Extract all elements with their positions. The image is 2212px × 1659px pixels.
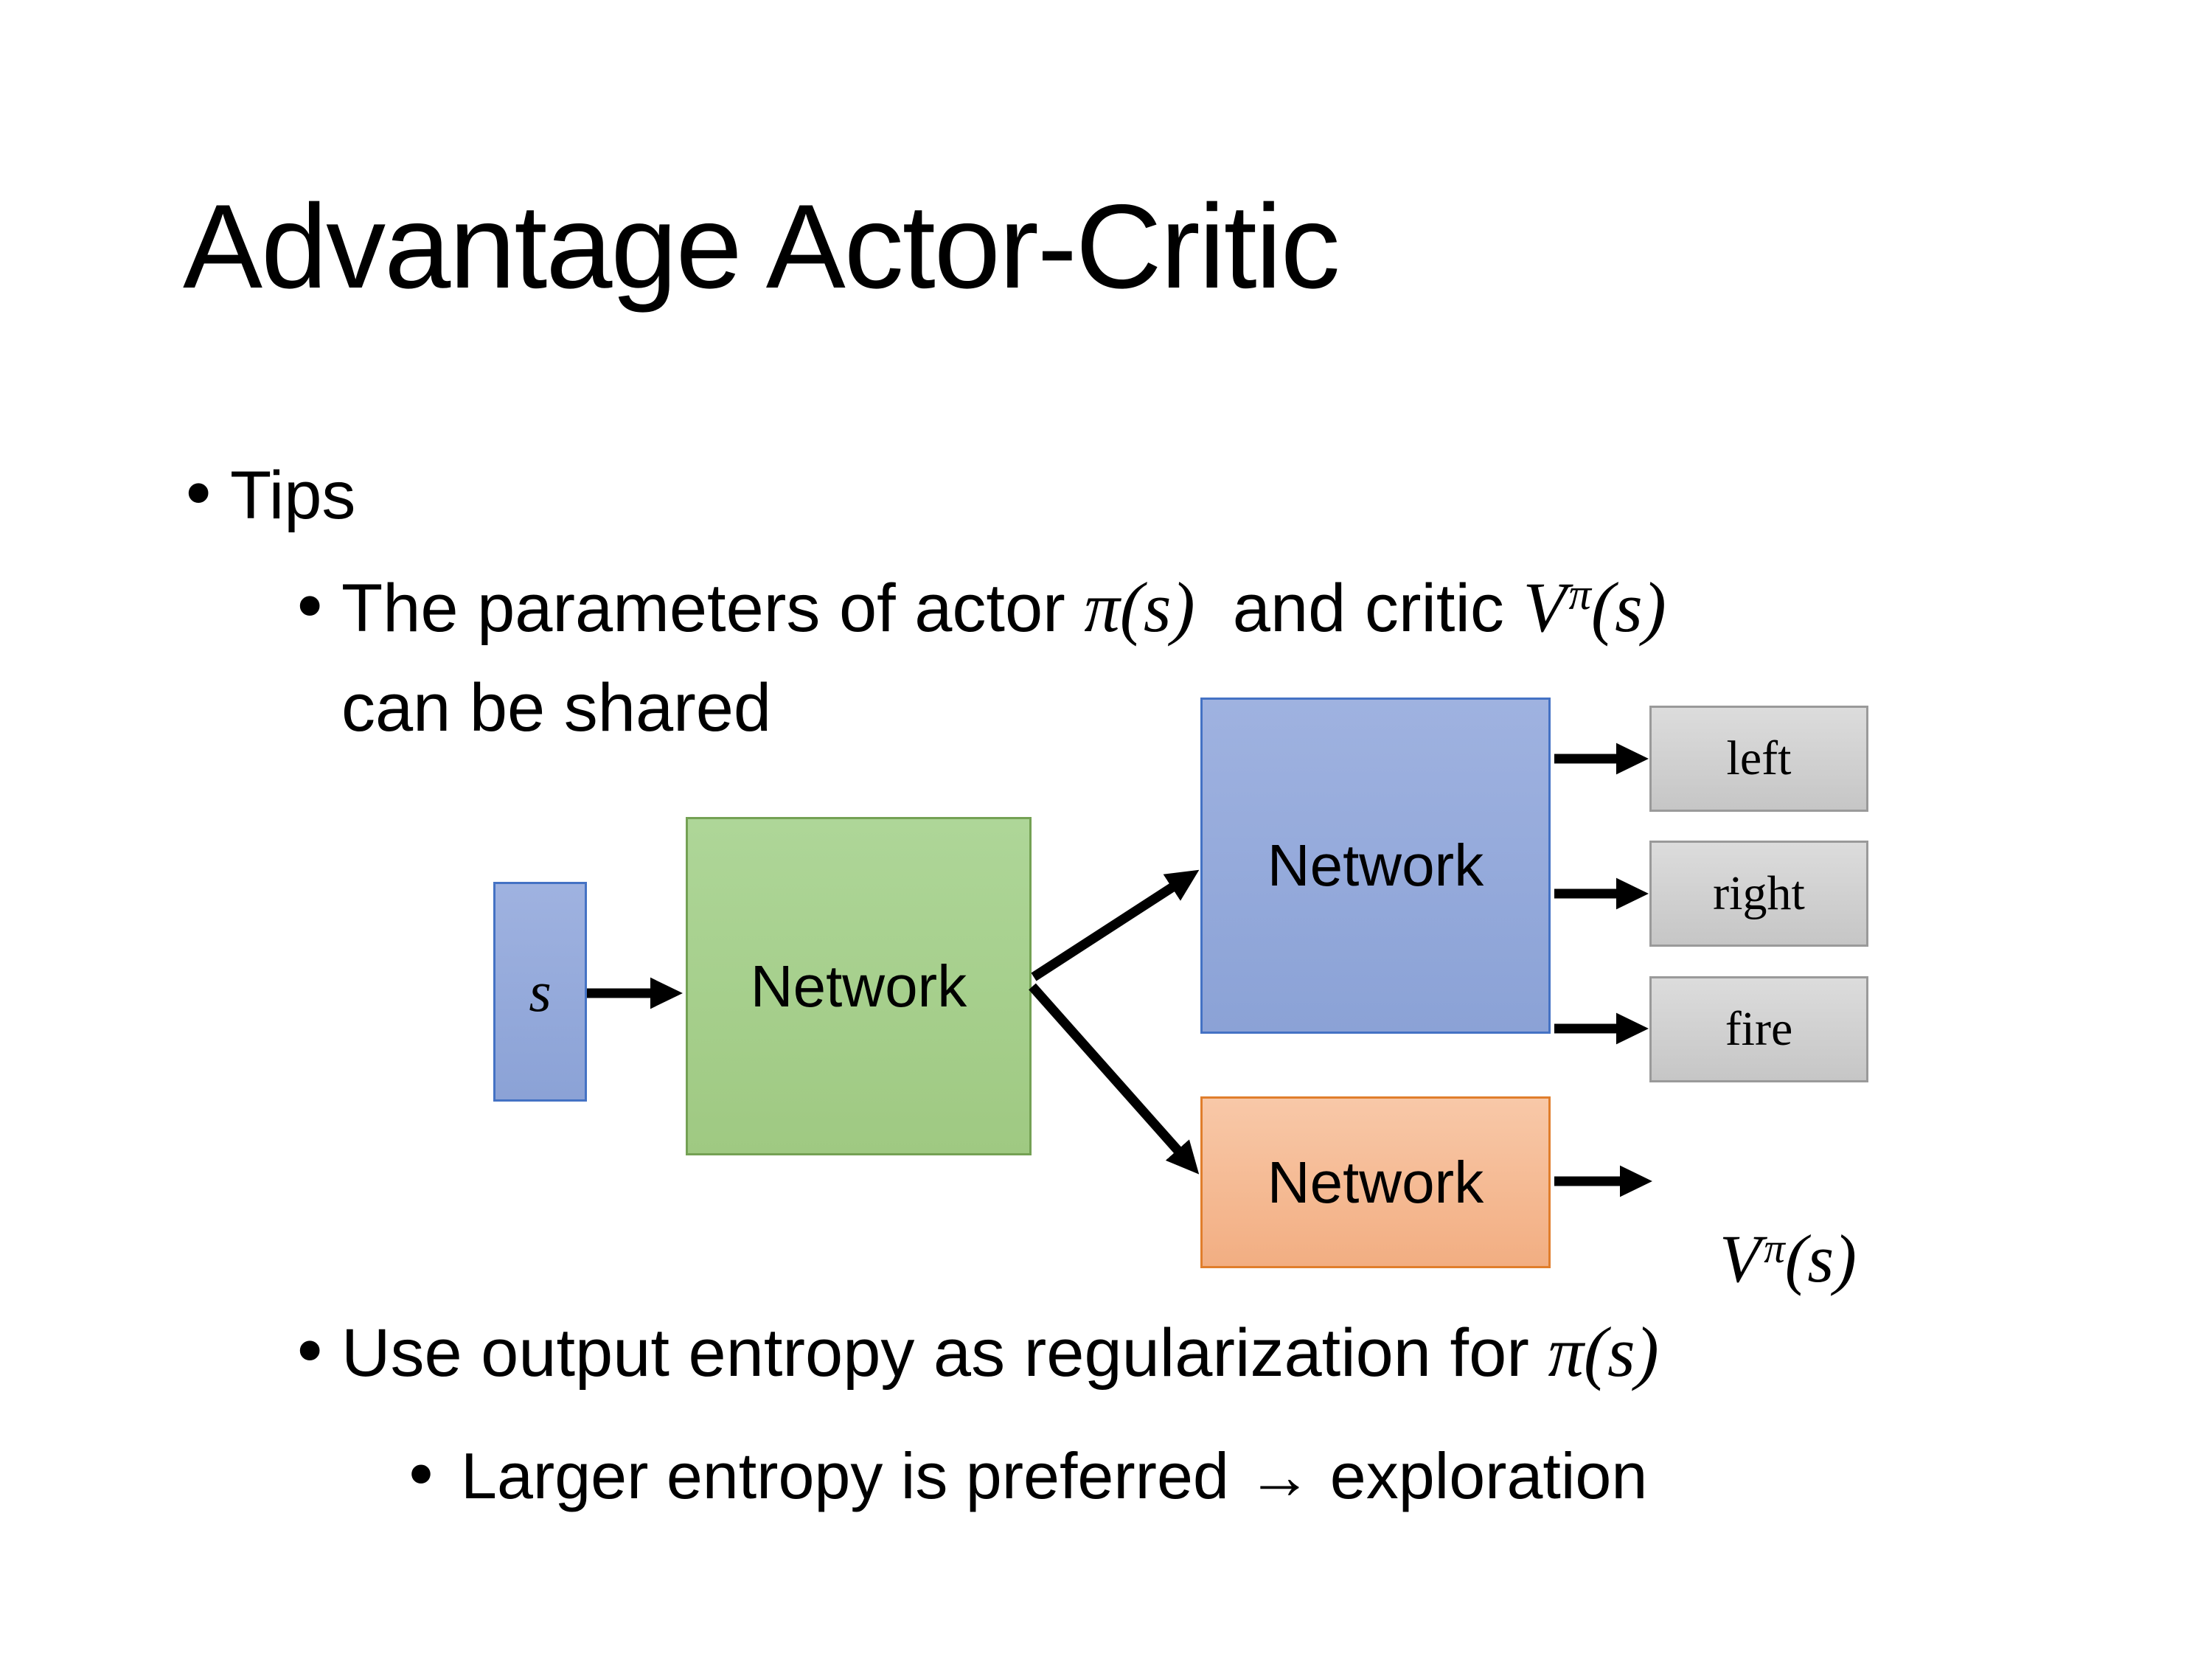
state-box: s bbox=[493, 882, 587, 1102]
b1-math-pi-sup: π bbox=[1568, 569, 1591, 619]
critic-network-box: Network bbox=[1200, 1096, 1551, 1268]
b1-line2-text: can be shared bbox=[341, 670, 772, 745]
shared-network-label: Network bbox=[750, 953, 967, 1019]
value-args: (s) bbox=[1784, 1221, 1857, 1296]
slide-title: Advantage Actor-Critic bbox=[183, 180, 1340, 313]
action-box-fire: fire bbox=[1649, 976, 1868, 1082]
b1-math-v: V bbox=[1523, 568, 1567, 647]
shared-network-box: Network bbox=[686, 817, 1032, 1155]
action-label-left: left bbox=[1726, 731, 1792, 785]
b2-math-pi-s: π(s) bbox=[1548, 1312, 1659, 1391]
b1-text-pre: The parameters of actor bbox=[341, 571, 1085, 646]
bullet-tips: •Tips bbox=[178, 456, 355, 535]
bullet-dot-icon: • bbox=[402, 1438, 440, 1514]
actor-network-label: Network bbox=[1267, 832, 1484, 898]
b1-text-mid: and critic bbox=[1194, 571, 1523, 646]
action-label-right: right bbox=[1713, 866, 1805, 920]
arrow-shared-to-critic bbox=[1029, 983, 1200, 1175]
bullet-entropy: •Use output entropy as regularization fo… bbox=[290, 1311, 1659, 1393]
value-pi-sup: π bbox=[1764, 1225, 1785, 1273]
action-box-right: right bbox=[1649, 841, 1868, 947]
tips-label: Tips bbox=[230, 458, 356, 533]
value-v: V bbox=[1719, 1221, 1761, 1296]
bullet-parameters-line2: can be shared bbox=[341, 669, 771, 747]
bullet-dot-icon: • bbox=[290, 568, 330, 647]
bullet-dot-icon: • bbox=[290, 1313, 330, 1392]
bullet-exploration: • Larger entropy is preferred → explorati… bbox=[402, 1438, 1647, 1514]
b1-math-pi-s: π(s) bbox=[1084, 568, 1195, 647]
state-label: s bbox=[529, 959, 552, 1023]
action-label-fire: fire bbox=[1725, 1002, 1793, 1056]
arrow-shared-to-actor bbox=[1031, 869, 1200, 981]
b3-text: Larger entropy is preferred → exploratio… bbox=[461, 1439, 1648, 1512]
critic-network-label: Network bbox=[1267, 1149, 1484, 1215]
critic-value-output: Vπ(s) bbox=[1652, 1141, 1857, 1376]
action-box-left: left bbox=[1649, 706, 1868, 812]
b2-text-pre: Use output entropy as regularization for bbox=[341, 1315, 1548, 1391]
actor-network-box: Network bbox=[1200, 698, 1551, 1034]
bullet-dot-icon: • bbox=[178, 456, 219, 535]
b1-math-args: (s) bbox=[1590, 568, 1666, 647]
bullet-parameters-line1: •The parameters of actor π(s) and critic… bbox=[290, 566, 1666, 648]
